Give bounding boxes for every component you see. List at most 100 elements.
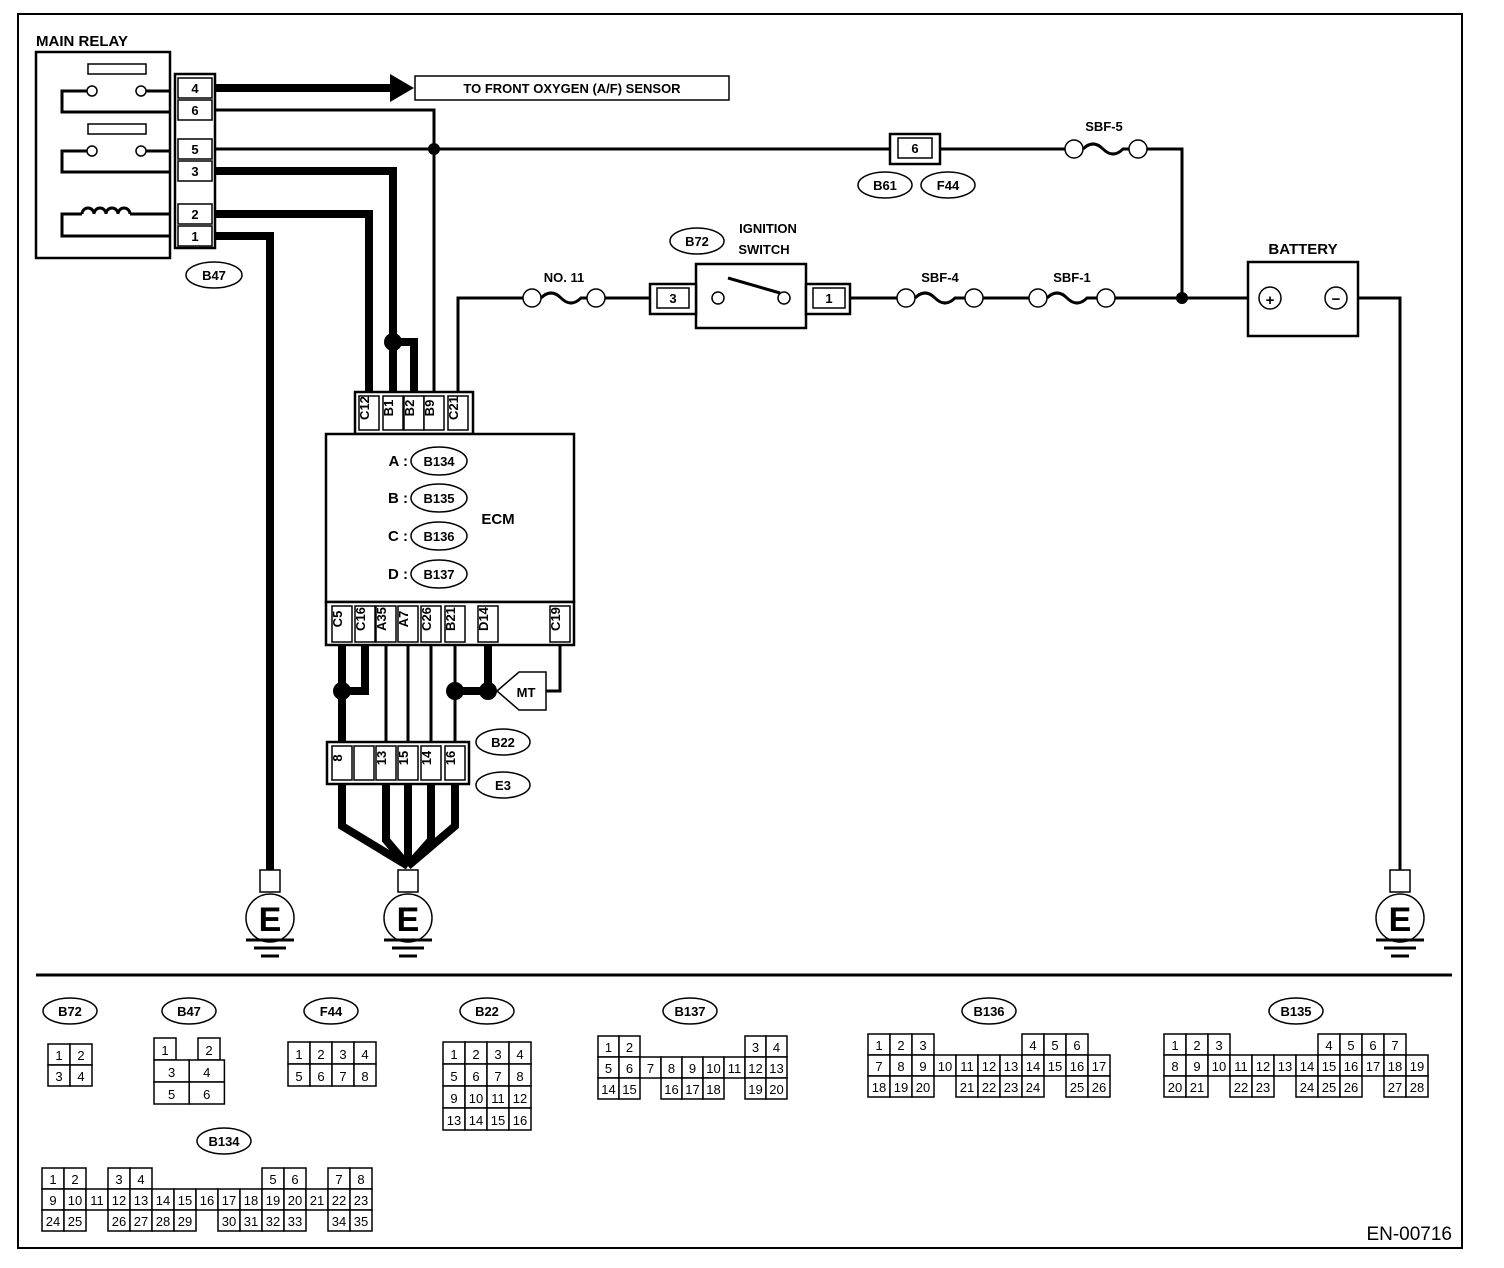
connector-view-pin: 14 bbox=[469, 1113, 483, 1128]
connector-view-pin: 10 bbox=[706, 1061, 720, 1076]
ignition-connector-label: B72 bbox=[685, 234, 709, 249]
connector-view-pin: 3 bbox=[55, 1069, 62, 1084]
connector-view-pin: 1 bbox=[1171, 1038, 1178, 1053]
main-relay-title: MAIN RELAY bbox=[36, 33, 128, 50]
connector-view-pin: 23 bbox=[1004, 1080, 1018, 1095]
connector-view-pin: 11 bbox=[90, 1193, 104, 1208]
ecm-conn-d-letter: D : bbox=[388, 566, 408, 583]
connector-view-pin: 6 bbox=[1369, 1038, 1376, 1053]
connector-view-pin: 3 bbox=[115, 1172, 122, 1187]
connector-view-name: B22 bbox=[475, 1004, 499, 1019]
connector-view-pin: 4 bbox=[77, 1069, 84, 1084]
ignition-pin-3: 3 bbox=[669, 291, 676, 306]
connector-view-pin: 2 bbox=[317, 1047, 324, 1062]
connector-view-pin: 16 bbox=[1070, 1059, 1084, 1074]
fuse-no11: NO. 11 bbox=[522, 270, 606, 308]
connector-view-pin: 18 bbox=[872, 1080, 886, 1095]
connector-view-pin: 27 bbox=[1388, 1080, 1402, 1095]
connector-view-pin: 2 bbox=[897, 1038, 904, 1053]
connector-view-pin: 2 bbox=[77, 1048, 84, 1063]
battery-title: BATTERY bbox=[1268, 241, 1337, 258]
connector-view-pin: 3 bbox=[1215, 1038, 1222, 1053]
connector-view-pin: 9 bbox=[49, 1193, 56, 1208]
connector-view-pin: 1 bbox=[49, 1172, 56, 1187]
battery-plus: + bbox=[1266, 292, 1275, 309]
ecm-top-pin: C21 bbox=[446, 396, 461, 420]
connector-view-pin: 3 bbox=[752, 1040, 759, 1055]
ecm-conn-c: B136 bbox=[423, 529, 454, 544]
connector-view-name: B136 bbox=[973, 1004, 1004, 1019]
connector-view-pin: 9 bbox=[450, 1091, 457, 1106]
ground-center: E bbox=[383, 869, 433, 958]
diagram-frame bbox=[17, 13, 1463, 1249]
connector-view-pin: 7 bbox=[339, 1069, 346, 1084]
connector-view-pin: 9 bbox=[689, 1061, 696, 1076]
main-relay: MAIN RELAY 4 6 5 3 2 1 B47 bbox=[34, 33, 243, 289]
connector-view-name: B137 bbox=[674, 1004, 705, 1019]
connector-view-pin: 15 bbox=[178, 1193, 192, 1208]
connector-view-pin: 13 bbox=[447, 1113, 461, 1128]
connector-view-pin: 11 bbox=[491, 1091, 505, 1106]
ground-left: E bbox=[245, 869, 295, 958]
connector-view-pin: 25 bbox=[1070, 1080, 1084, 1095]
connector-view-pin: 6 bbox=[626, 1061, 633, 1076]
ecm-conn-d: B137 bbox=[423, 567, 454, 582]
connector-view-pin: 5 bbox=[450, 1069, 457, 1084]
connector-view-pin: 1 bbox=[875, 1038, 882, 1053]
connector-view-pin: 4 bbox=[1029, 1038, 1036, 1053]
connector-view-pin: 4 bbox=[361, 1047, 368, 1062]
ignition-switch: IGNITION SWITCH B72 3 1 bbox=[648, 221, 852, 330]
connector-view-pin: 20 bbox=[916, 1080, 930, 1095]
fuse-sbf-5-label: SBF-5 bbox=[1085, 119, 1123, 134]
connector-view-pin: 8 bbox=[516, 1069, 523, 1084]
ecm-label: ECM bbox=[481, 511, 514, 528]
connector-view-pin: 15 bbox=[491, 1113, 505, 1128]
oxygen-sensor-text: TO FRONT OXYGEN (A/F) SENSOR bbox=[463, 81, 681, 96]
connector-view-pin: 4 bbox=[203, 1065, 210, 1080]
connector-view-pin: 29 bbox=[178, 1214, 192, 1229]
connector-view-pin: 2 bbox=[205, 1043, 212, 1058]
connector-view-pin: 1 bbox=[605, 1040, 612, 1055]
fuse-sbf-1-label: SBF-1 bbox=[1053, 270, 1091, 285]
connector-view-pin: 15 bbox=[622, 1082, 636, 1097]
relay-pin-3: 3 bbox=[191, 164, 198, 179]
connector-view-pin: 2 bbox=[472, 1047, 479, 1062]
connector-view-pin: 16 bbox=[664, 1082, 678, 1097]
connector-view-pin: 13 bbox=[769, 1061, 783, 1076]
connector-view-pin: 3 bbox=[168, 1065, 175, 1080]
connector-view-pin: 1 bbox=[161, 1043, 168, 1058]
ground-right-letter: E bbox=[1389, 901, 1412, 939]
connector-view-pin: 20 bbox=[1168, 1080, 1182, 1095]
ecm-bottom-pin: D14 bbox=[476, 606, 491, 631]
connector-view-pin: 17 bbox=[1366, 1059, 1380, 1074]
connector-b61-f44: 6 B61 F44 bbox=[857, 132, 976, 199]
ecm-conn-b: B135 bbox=[423, 491, 454, 506]
relay-connector-label: B47 bbox=[202, 268, 226, 283]
connector-view-pin: 23 bbox=[354, 1193, 368, 1208]
oxygen-sensor-label: TO FRONT OXYGEN (A/F) SENSOR bbox=[414, 75, 730, 101]
connector-view-pin: 12 bbox=[112, 1193, 126, 1208]
connector-view-pin: 3 bbox=[339, 1047, 346, 1062]
connector-view-pin: 5 bbox=[1347, 1038, 1354, 1053]
connector-view-pin: 24 bbox=[1300, 1080, 1314, 1095]
connector-view-pin: 7 bbox=[494, 1069, 501, 1084]
ecm-conn-b-letter: B : bbox=[388, 490, 408, 507]
ecm-conn-a: B134 bbox=[423, 454, 455, 469]
connector-view-pin: 1 bbox=[295, 1047, 302, 1062]
connector-view-pin: 16 bbox=[513, 1113, 527, 1128]
connector-view-pin: 18 bbox=[244, 1193, 258, 1208]
connector-view-pin: 7 bbox=[335, 1172, 342, 1187]
relay-pin-2: 2 bbox=[191, 207, 198, 222]
connector-view-pin: 22 bbox=[332, 1193, 346, 1208]
connector-view-pin: 6 bbox=[317, 1069, 324, 1084]
ground-connector-pin: 16 bbox=[443, 751, 458, 765]
connector-view-pin: 6 bbox=[1073, 1038, 1080, 1053]
connector-view-pin: 22 bbox=[1234, 1080, 1248, 1095]
connector-view-pin: 15 bbox=[1048, 1059, 1062, 1074]
ecm-bottom-pin: C5 bbox=[330, 611, 345, 628]
